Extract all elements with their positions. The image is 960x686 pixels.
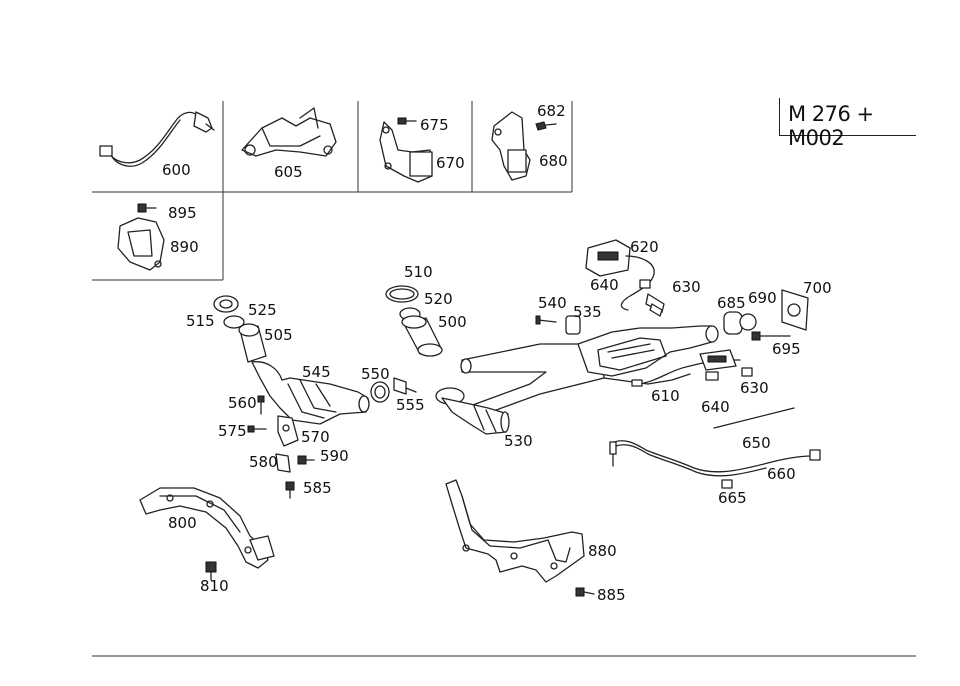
part-label-p550: 550: [361, 365, 390, 383]
clamp-510-500-drawing: [385, 285, 443, 357]
part-label-p630b: 630: [740, 379, 769, 397]
model-code-box: M 276 + M002: [779, 98, 916, 150]
hardware-560-590-drawing: [247, 395, 315, 499]
part-label-p680: 680: [539, 152, 568, 170]
part-label-p685: 685: [717, 294, 746, 312]
part-label-p700: 700: [803, 279, 832, 297]
cross-member-800-drawing: [139, 487, 275, 581]
hanger-685-700-drawing: [723, 289, 809, 341]
part-label-p515: 515: [186, 312, 215, 330]
part-label-p695: 695: [772, 340, 801, 358]
part-label-p682: 682: [537, 102, 566, 120]
part-label-p545: 545: [302, 363, 331, 381]
nox-sensor-620-drawing: [585, 239, 665, 317]
part-label-p885: 885: [597, 586, 626, 604]
part-label-p895: 895: [168, 204, 197, 222]
part-label-p800: 800: [168, 514, 197, 532]
part-label-p620: 620: [630, 238, 659, 256]
part-label-p505: 505: [264, 326, 293, 344]
part-label-p520: 520: [424, 290, 453, 308]
part-label-p640a: 640: [590, 276, 619, 294]
part-label-p580: 580: [249, 453, 278, 471]
part-label-p630a: 630: [672, 278, 701, 296]
bracket-880-drawing: [445, 479, 595, 597]
part-label-p650: 650: [742, 434, 771, 452]
part-label-p590: 590: [320, 447, 349, 465]
part-label-p690: 690: [748, 289, 777, 307]
part-label-p510: 510: [404, 263, 433, 281]
heat-shield-605-drawing: [241, 107, 337, 157]
bracket-890-drawing: [117, 203, 165, 271]
part-label-p535: 535: [573, 303, 602, 321]
temperature-sensor-650-drawing: [609, 407, 821, 489]
bolt-540-drawing: [535, 315, 581, 335]
part-label-p660: 660: [767, 465, 796, 483]
exhaust-pipe-center-drawing: [460, 325, 719, 417]
part-label-p525: 525: [248, 301, 277, 319]
inset-grid: [92, 101, 916, 657]
part-label-p555: 555: [396, 396, 425, 414]
part-label-p670: 670: [436, 154, 465, 172]
part-label-p890: 890: [170, 238, 199, 256]
part-label-p500: 500: [438, 313, 467, 331]
part-label-p610: 610: [651, 387, 680, 405]
gasket-515-505-drawing: [213, 295, 267, 363]
part-label-p540: 540: [538, 294, 567, 312]
part-label-p575: 575: [218, 422, 247, 440]
bracket-680-drawing: [491, 111, 557, 181]
clamp-550-555-drawing: [370, 377, 417, 403]
part-label-p530: 530: [504, 432, 533, 450]
part-label-p600: 600: [162, 161, 191, 179]
catalytic-converter-530-drawing: [435, 387, 510, 435]
part-label-p880: 880: [588, 542, 617, 560]
part-label-p675: 675: [420, 116, 449, 134]
part-label-p570: 570: [301, 428, 330, 446]
bracket-670-drawing: [379, 117, 433, 183]
oxygen-sensor-600-drawing: [99, 111, 215, 167]
model-code: M 276 + M002: [788, 102, 874, 150]
part-label-p560: 560: [228, 394, 257, 412]
part-label-p605: 605: [274, 163, 303, 181]
part-label-p665: 665: [718, 489, 747, 507]
part-label-p810: 810: [200, 577, 229, 595]
part-label-p585: 585: [303, 479, 332, 497]
sensor-610-drawing: [631, 349, 753, 387]
catalytic-converter-545-drawing: [251, 361, 370, 425]
part-label-p640b: 640: [701, 398, 730, 416]
